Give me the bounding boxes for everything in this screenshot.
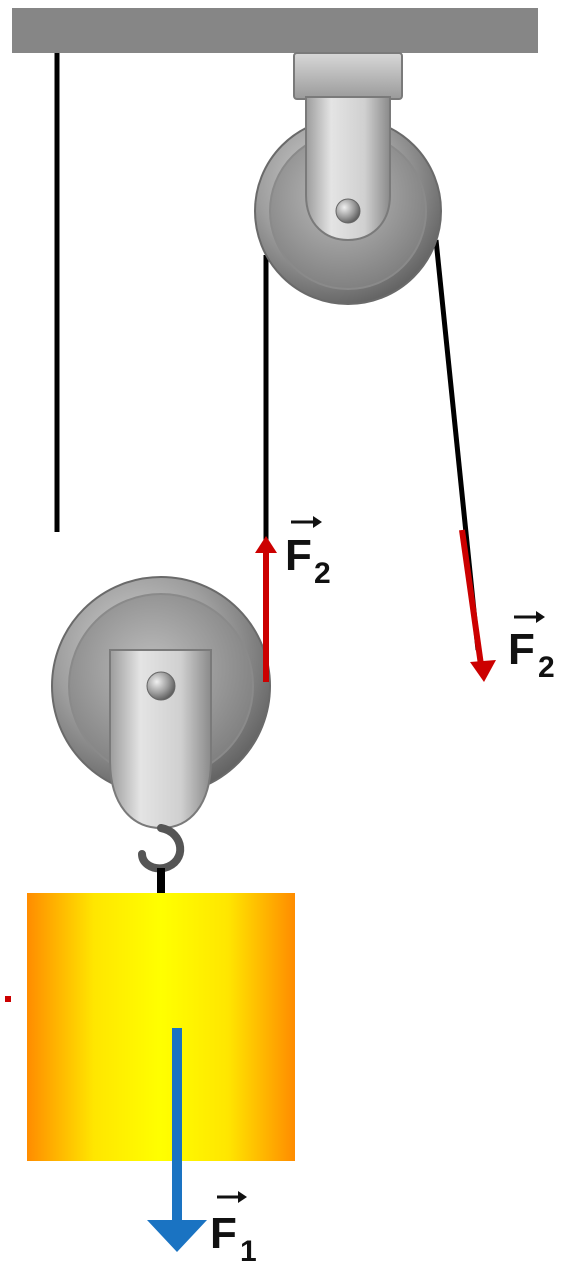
- force-arrow-f2-rope: [255, 536, 277, 682]
- red-marker: [5, 996, 11, 1002]
- label-f2-free-letter: F: [508, 625, 535, 674]
- ceiling-beam: [12, 8, 538, 53]
- label-f2-rope-subscript: 2: [314, 557, 331, 590]
- label-f2-rope-letter: F: [285, 531, 312, 580]
- label-f1-subscript: 1: [240, 1235, 257, 1268]
- movable-pulley: [51, 576, 271, 895]
- force-arrow-f2-free: [459, 529, 496, 682]
- fixed-pulley-bracket: [305, 96, 391, 242]
- label-f1: F 1: [210, 1191, 257, 1268]
- force-arrow-f1: [147, 1028, 207, 1252]
- label-f2-rope: F 2: [285, 516, 331, 590]
- fixed-pulley-mount: [293, 52, 403, 100]
- fixed-pulley-axle-icon: [335, 198, 361, 224]
- movable-pulley-axle-icon: [146, 671, 176, 701]
- label-f2-free: F 2: [508, 611, 555, 684]
- label-f2-free-subscript: 2: [538, 651, 555, 684]
- hook-icon: [138, 824, 185, 873]
- load-block: [27, 893, 295, 1161]
- label-f1-letter: F: [210, 1209, 237, 1258]
- fixed-pulley: [254, 52, 442, 305]
